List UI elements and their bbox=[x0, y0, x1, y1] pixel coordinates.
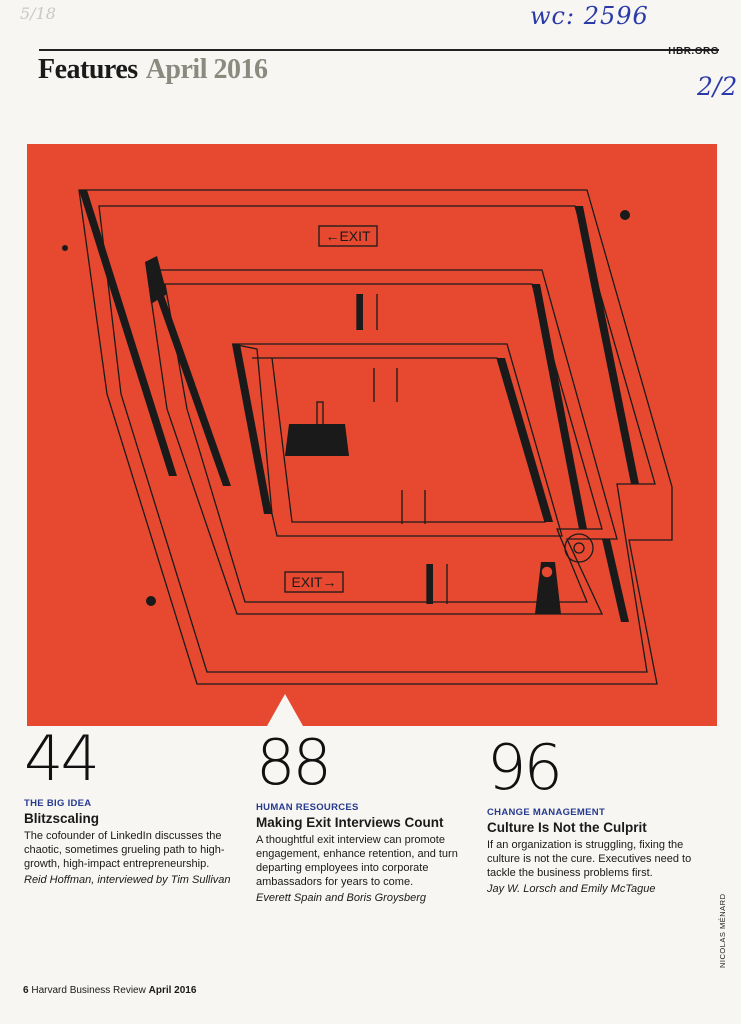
exit-sign-top: ←EXIT bbox=[325, 228, 371, 244]
handwritten-page-mark: 2/2 bbox=[697, 72, 738, 101]
feature-kicker: HUMAN RESOURCES bbox=[256, 802, 359, 813]
page-number: 96 bbox=[487, 731, 563, 804]
feature-kicker: CHANGE MANAGEMENT bbox=[487, 807, 606, 818]
feature-byline: Jay W. Lorsch and Emily McTague bbox=[487, 883, 656, 895]
site-url: HBR.ORG bbox=[668, 46, 719, 57]
feature-headline: Making Exit Interviews Count bbox=[256, 815, 444, 830]
illustration-credit: NICOLAS MÉNARD bbox=[718, 893, 727, 968]
footer-publication: Harvard Business Review bbox=[31, 985, 146, 996]
exit-sign-bottom: EXIT→ bbox=[291, 574, 336, 590]
feature-byline: Everett Spain and Boris Groysberg bbox=[256, 892, 426, 904]
page-footer: 6 Harvard Business Review April 2016 bbox=[23, 985, 196, 996]
feature-blitzscaling: 44 THE BIG IDEA Blitzscaling The cofound… bbox=[24, 728, 254, 887]
feature-dek: A thoughtful exit interview can promote … bbox=[256, 834, 458, 888]
feature-byline: Reid Hoffman, interviewed by Tim Sulliva… bbox=[24, 874, 231, 886]
footer-page-number: 6 bbox=[23, 985, 29, 996]
faint-handwriting: 5/18 bbox=[20, 4, 56, 23]
feature-dek: If an organization is struggling, fixing… bbox=[487, 839, 692, 879]
feature-exit-interviews: 88 HUMAN RESOURCES Making Exit Interview… bbox=[256, 732, 486, 905]
section-date: April 2016 bbox=[145, 54, 268, 85]
section-name: Features bbox=[38, 54, 138, 85]
pointer-notch bbox=[267, 694, 303, 726]
feature-headline: Blitzscaling bbox=[24, 811, 100, 826]
feature-headline: Culture Is Not the Culprit bbox=[487, 820, 647, 835]
feature-culture: 96 CHANGE MANAGEMENT Culture Is Not the … bbox=[487, 737, 717, 896]
feature-dek: The cofounder of LinkedIn discusses the … bbox=[24, 830, 225, 870]
feature-kicker: THE BIG IDEA bbox=[24, 798, 92, 809]
header-rule bbox=[39, 49, 719, 51]
footer-issue: April 2016 bbox=[148, 985, 197, 996]
page-number: 88 bbox=[256, 726, 332, 799]
page-number: 44 bbox=[24, 722, 100, 795]
maze-drawing: ←EXIT EXIT→ bbox=[62, 189, 673, 685]
maze-illustration: ←EXIT EXIT→ bbox=[27, 144, 717, 726]
handwritten-code: wc: 2596 bbox=[530, 2, 649, 30]
